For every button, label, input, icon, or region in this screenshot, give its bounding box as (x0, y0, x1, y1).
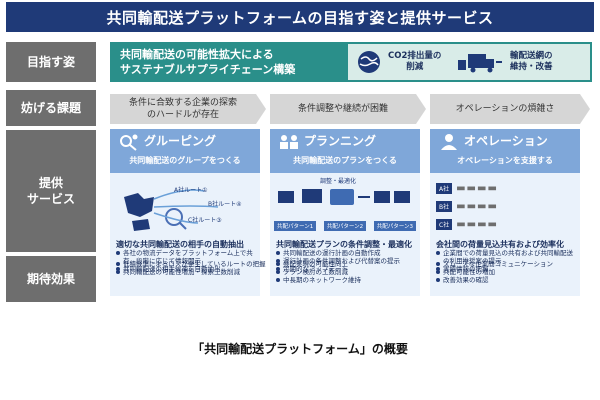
obstacle-1: 条件に合致する企業の探索 のハードルが存在 (110, 94, 266, 124)
pattern-1: 共配パターン1 (274, 221, 317, 231)
diagram-title: 共同輸配送プラットフォームの目指す姿と提供サービス (6, 2, 594, 32)
planning-people-icon (280, 135, 298, 149)
column-planning-title: プランニング (304, 134, 377, 148)
goal-main-text: 共同輸配送の可能性拡大による サステナブルサプライチェーン構築 (112, 44, 348, 80)
bullet: 共同輸配送の相手候補を自動抽出 (116, 265, 258, 273)
goal-box: 共同輸配送の可能性拡大による サステナブルサプライチェーン構築 CO2排出量の … (110, 42, 592, 82)
figure-label-optimize: 調整・最適化 (320, 178, 357, 185)
effect-item: 共同輸配送の可能性増加・探索工数削減 (116, 268, 266, 276)
grouping-map-figure (124, 189, 219, 231)
effect-item: 共配実現の可能性向上 (276, 260, 426, 268)
effect-item: 中長期のネットワーク維持 (276, 276, 426, 284)
effects-grouping: 低積載率によるロスが発生しているルートの把握 共同輸配送の可能性増加・探索工数削… (116, 260, 266, 276)
truck-network-icon (458, 54, 502, 73)
company-c-label: C社 (436, 218, 453, 230)
pattern-3: 共配パターン3 (373, 221, 416, 231)
bullet: 定期的なアップデート (276, 265, 418, 273)
truck-icon: ▬▬▬▬ (456, 182, 498, 194)
column-grouping-subtitle: 共同輸配送のグループをつくる (129, 156, 241, 165)
bullet: 企業間での荷量見込の共有および共同輸配送の利用推奨案の提示 (436, 249, 578, 265)
planning-figure (278, 189, 410, 205)
figure-caption: 「共同輸配送プラットフォーム」の概要 (192, 342, 408, 356)
goal-item-network: 輸配送網の 維持・改善 (456, 47, 553, 77)
bullet: 実績情報の把握 (436, 265, 578, 273)
goal-item-co2-text: CO2排出量の 削減 (388, 51, 442, 72)
column-operation-body-title: 会社間の荷量見込共有および効率化 (436, 240, 564, 249)
figure-label-a: A社ルート① (174, 187, 208, 194)
effect-item: 改善効果の確認 (436, 276, 586, 284)
column-grouping-header: グルーピング 共同輸配送のグループをつくる (110, 129, 260, 173)
operation-row-b: B社 ▬▬▬▬ (436, 197, 574, 215)
obstacle-3: オペレーションの煩雑さ (430, 94, 590, 124)
truck-icon: ▬▬▬▬ (456, 218, 498, 230)
operation-row-c: C社 ▬▬▬▬ (436, 215, 574, 233)
figure-label-c: C社ルート③ (188, 217, 222, 224)
operation-figure: A社 ▬▬▬▬ B社 ▬▬▬▬ C社 ▬▬▬▬ (436, 179, 574, 233)
goal-item-network-text: 輸配送網の 維持・改善 (510, 51, 553, 72)
bullet: 各社の物流データをプラットフォーム上で共有、段階に応じて情報開示 (116, 249, 258, 265)
column-planning-body-title: 共同輸配送プランの条件調整・最適化 (276, 240, 412, 249)
effect-item: スムーズな企業間コミュニケーション (436, 260, 586, 268)
column-operation-header: オペレーション オペレーションを支援する (430, 129, 580, 173)
effect-item: 低積載率によるロスが発生しているルートの把握 (116, 260, 266, 268)
row-label-services: 提供 サービス (6, 130, 96, 252)
group-search-icon (120, 134, 138, 151)
effects-operation: スムーズな企業間コミュニケーション 共配可能性の増加 改善効果の確認 (436, 260, 586, 284)
column-planning: プランニング 共同輸配送のプランをつくる 調整・最適化 共配パターン1 共配パタ… (270, 129, 420, 296)
goal-item-co2: CO2排出量の 削減 (356, 47, 441, 77)
column-grouping: グルーピング 共同輸配送のグループをつくる A社ルート① B社ルート④ C社ルー… (110, 129, 260, 296)
company-a-label: A社 (436, 182, 453, 194)
bullet: 運行計画の条件調整および代替案の提示 (276, 257, 418, 265)
overview-diagram: 共同輸配送プラットフォームの目指す姿と提供サービス 目指す姿 妨げる課題 提供 … (6, 2, 594, 304)
column-grouping-title: グルーピング (144, 134, 217, 148)
bullet: 共同輸配送の運行計画の自動作成 (276, 249, 418, 257)
column-operation: オペレーション オペレーションを支援する A社 ▬▬▬▬ B社 ▬▬▬▬ C社 … (430, 129, 580, 296)
effects-planning: 共配実現の可能性向上 プラン検討の工数削減 中長期のネットワーク維持 (276, 260, 426, 284)
column-planning-header: プランニング 共同輸配送のプランをつくる (270, 129, 420, 173)
row-label-obstacles: 妨げる課題 (6, 90, 96, 126)
row-label-effects: 期待効果 (6, 256, 96, 302)
operation-person-icon (441, 134, 457, 150)
row-label-goal: 目指す姿 (6, 42, 96, 82)
column-operation-bullets: 企業間での荷量見込の共有および共同輸配送の利用推奨案の提示 実績情報の把握 (436, 249, 578, 273)
column-planning-bullets: 共同輸配送の運行計画の自動作成 運行計画の条件調整および代替案の提示 定期的なア… (276, 249, 418, 273)
globe-icon (358, 51, 380, 73)
effect-item: 共配可能性の増加 (436, 268, 586, 276)
obstacle-2: 条件調整や継続が困難 (270, 94, 426, 124)
effect-item: プラン検討の工数削減 (276, 268, 426, 276)
pattern-2: 共配パターン2 (323, 221, 367, 231)
operation-row-a: A社 ▬▬▬▬ (436, 179, 574, 197)
column-planning-subtitle: 共同輸配送のプランをつくる (293, 156, 397, 165)
figure-label-b: B社ルート④ (208, 201, 242, 208)
company-b-label: B社 (436, 200, 453, 212)
truck-icon: ▬▬▬▬ (456, 200, 498, 212)
column-grouping-body-title: 適切な共同輸配送の相手の自動抽出 (116, 240, 244, 249)
column-grouping-bullets: 各社の物流データをプラットフォーム上で共有、段階に応じて情報開示 共同輸配送の相… (116, 249, 258, 273)
planning-pattern-row: 共配パターン1 共配パターン2 共配パターン3 (274, 221, 416, 231)
column-operation-subtitle: オペレーションを支援する (457, 156, 553, 165)
column-operation-title: オペレーション (464, 134, 548, 148)
